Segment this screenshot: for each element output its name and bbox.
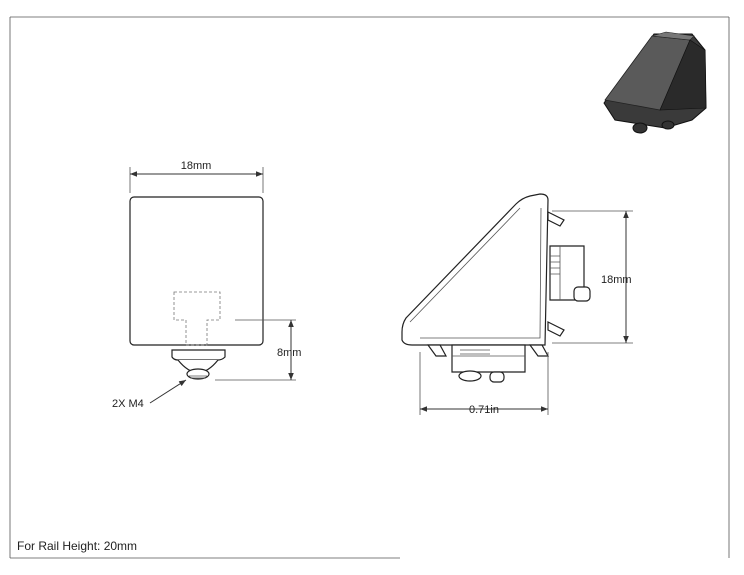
sheet-border <box>9 16 730 559</box>
thread-callout: 2X M4 <box>112 379 187 410</box>
front-view <box>129 196 264 380</box>
dim-front-width: 18mm <box>129 160 264 193</box>
side-view <box>401 193 591 383</box>
dim-front-width-label: 18mm <box>181 160 212 172</box>
dim-side-width: 0.71in <box>419 352 549 416</box>
dim-bolt-height: 8mm <box>215 319 301 381</box>
dim-side-height: 18mm <box>552 210 633 344</box>
rail-height-note: For Rail Height: 20mm <box>17 539 137 553</box>
thread-callout-label: 2X M4 <box>112 398 144 410</box>
dim-side-width-label: 0.71in <box>469 404 499 416</box>
dim-side-height-label: 18mm <box>601 274 632 286</box>
dim-bolt-height-label: 8mm <box>277 347 301 359</box>
isometric-view <box>603 31 707 134</box>
